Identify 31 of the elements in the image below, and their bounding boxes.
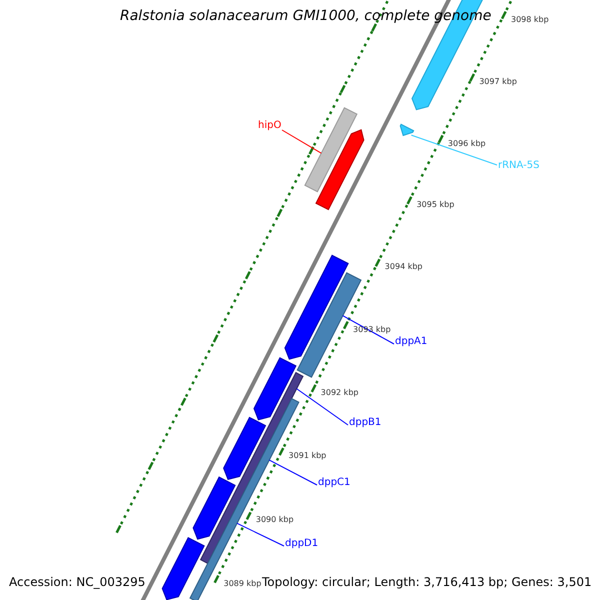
position-tick-label: 3089 kbp	[224, 578, 262, 588]
gene-segment	[162, 537, 205, 600]
gene-segment	[400, 124, 414, 136]
gene-segment	[284, 254, 349, 360]
gene-label: hipO	[258, 120, 282, 131]
position-tick-label: 3098 kbp	[511, 14, 549, 24]
gene-segment	[192, 476, 236, 540]
gene-label: dppD1	[285, 538, 318, 549]
genome-summary-text: Topology: circular; Length: 3,716,413 bp; Genes: 3,501	[262, 575, 592, 589]
gene-label: dppC1	[318, 477, 350, 488]
gene-segment	[253, 357, 297, 420]
position-tick-label: 3096 kbp	[448, 138, 486, 148]
position-tick-label: 3097 kbp	[479, 77, 517, 86]
leader-line	[342, 315, 394, 344]
position-tick-label: 3094 kbp	[384, 262, 422, 272]
position-tick-label: 3095 kbp	[416, 200, 454, 210]
gene-segment	[315, 129, 364, 210]
leader-line	[236, 522, 284, 546]
gene-label: dppB1	[349, 417, 382, 428]
position-tick-label: 3091 kbp	[288, 451, 326, 460]
leader-line	[282, 130, 322, 154]
position-tick-label: 3090 kbp	[256, 515, 294, 524]
gene-segment	[223, 416, 266, 480]
leader-line	[296, 388, 348, 426]
leader-line	[410, 134, 498, 166]
accession-text: Accession: NC_003295	[9, 575, 146, 589]
gene-label: rRNA-5S	[498, 160, 540, 171]
leader-line	[268, 460, 318, 486]
position-tick-label: 3092 kbp	[320, 388, 358, 398]
gene-label: dppA1	[395, 336, 428, 347]
gene-bar	[304, 107, 358, 192]
